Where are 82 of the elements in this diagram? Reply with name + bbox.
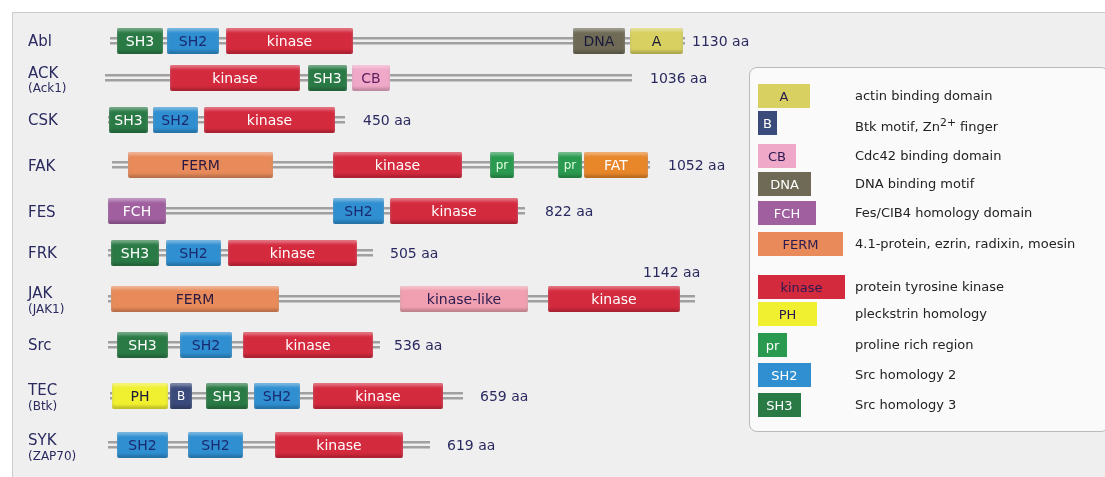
length-label: 450 aa bbox=[363, 112, 412, 128]
protein-name: ACK bbox=[28, 64, 59, 82]
domain-box: kinase bbox=[548, 286, 680, 312]
protein-alias: (ZAP70) bbox=[28, 449, 77, 463]
protein-name: FAK bbox=[28, 157, 56, 175]
domain-box: SH3 bbox=[117, 28, 163, 54]
protein-name: FES bbox=[28, 203, 56, 221]
protein-name: Src bbox=[28, 336, 52, 354]
legend-swatch: CB bbox=[758, 144, 796, 168]
domain-box: DNA bbox=[573, 28, 625, 54]
domain-box: SH2 bbox=[180, 332, 232, 358]
domain-box: SH3 bbox=[117, 332, 168, 358]
domain-box: SH2 bbox=[333, 198, 384, 224]
protein-name: FRK bbox=[28, 244, 57, 262]
domain-box: SH2 bbox=[153, 107, 198, 133]
protein-alias: (Btk) bbox=[28, 399, 58, 413]
length-label: 659 aa bbox=[480, 388, 529, 404]
length-label: 536 aa bbox=[394, 337, 443, 353]
domain-box: FERM bbox=[128, 152, 273, 178]
legend-text: 4.1-protein, ezrin, radixin, moesin bbox=[855, 236, 1077, 251]
domain-box: SH2 bbox=[254, 383, 300, 409]
domain-box: A bbox=[630, 28, 683, 54]
legend-text: Src homology 3 bbox=[855, 397, 958, 412]
legend-swatch: SH3 bbox=[758, 393, 801, 417]
legend-swatch: A bbox=[758, 84, 810, 108]
legend-text: protein tyrosine kinase bbox=[855, 279, 1006, 294]
legend-swatch: pr bbox=[758, 333, 787, 357]
length-label: 505 aa bbox=[390, 245, 439, 261]
domain-box: SH3 bbox=[111, 240, 159, 266]
domain-box: B bbox=[170, 383, 192, 409]
legend-text: pleckstrin homology bbox=[855, 306, 989, 321]
protein-name: JAK bbox=[28, 284, 53, 302]
length-label: 1142 aa bbox=[643, 264, 701, 280]
domain-box: SH2 bbox=[166, 240, 221, 266]
domain-box: kinase bbox=[333, 152, 462, 178]
legend-text: Src homology 2 bbox=[855, 367, 958, 382]
domain-box: pr bbox=[490, 152, 514, 178]
domain-box: kinase-like bbox=[400, 286, 528, 312]
domain-box: PH bbox=[112, 383, 168, 409]
legend-swatch: DNA bbox=[758, 172, 811, 196]
legend-swatch: PH bbox=[758, 302, 817, 326]
protein-name: CSK bbox=[28, 111, 58, 129]
protein-name: Abl bbox=[28, 32, 52, 50]
legend-swatch: FCH bbox=[758, 201, 816, 225]
domain-box: kinase bbox=[226, 28, 353, 54]
domain-box: SH3 bbox=[308, 65, 347, 91]
protein-name: TEC bbox=[28, 381, 58, 399]
domain-box: kinase bbox=[204, 107, 335, 133]
length-label: 1130 aa bbox=[692, 33, 750, 49]
legend-text: DNA binding motif bbox=[855, 176, 976, 191]
domain-box: SH3 bbox=[206, 383, 248, 409]
legend-swatch: FERM bbox=[758, 232, 843, 256]
legend-text: Cdc42 binding domain bbox=[855, 148, 1003, 163]
domain-box: kinase bbox=[313, 383, 443, 409]
domain-box: kinase bbox=[170, 65, 300, 91]
domain-box: kinase bbox=[275, 432, 403, 458]
length-label: 822 aa bbox=[545, 203, 594, 219]
legend-text: proline rich region bbox=[855, 337, 975, 352]
domain-box: FCH bbox=[108, 198, 166, 224]
legend-text: actin binding domain bbox=[855, 88, 994, 103]
protein-name: SYK bbox=[28, 431, 57, 449]
domain-box: kinase bbox=[228, 240, 357, 266]
protein-alias: (JAK1) bbox=[28, 302, 65, 316]
protein-alias: (Ack1) bbox=[28, 81, 67, 95]
domain-box: pr bbox=[558, 152, 582, 178]
domain-box: SH2 bbox=[188, 432, 243, 458]
domain-box: SH2 bbox=[167, 28, 219, 54]
legend-text: Fes/CIB4 homology domain bbox=[855, 205, 1034, 220]
domain-box: FERM bbox=[111, 286, 279, 312]
length-label: 619 aa bbox=[447, 437, 496, 453]
domain-box: CB bbox=[352, 65, 390, 91]
legend-text: Btk motif, Zn$^{2+}$ finger bbox=[855, 115, 1000, 135]
legend-swatch: SH2 bbox=[758, 363, 811, 387]
length-label: 1052 aa bbox=[668, 157, 726, 173]
legend-swatch: B bbox=[758, 111, 777, 135]
domain-box: SH3 bbox=[109, 107, 148, 133]
length-label: 1036 aa bbox=[650, 70, 708, 86]
domain-box: SH2 bbox=[117, 432, 168, 458]
domain-box: kinase bbox=[390, 198, 518, 224]
domain-box: kinase bbox=[243, 332, 373, 358]
legend-swatch: kinase bbox=[758, 275, 845, 299]
domain-box: FAT bbox=[584, 152, 648, 178]
